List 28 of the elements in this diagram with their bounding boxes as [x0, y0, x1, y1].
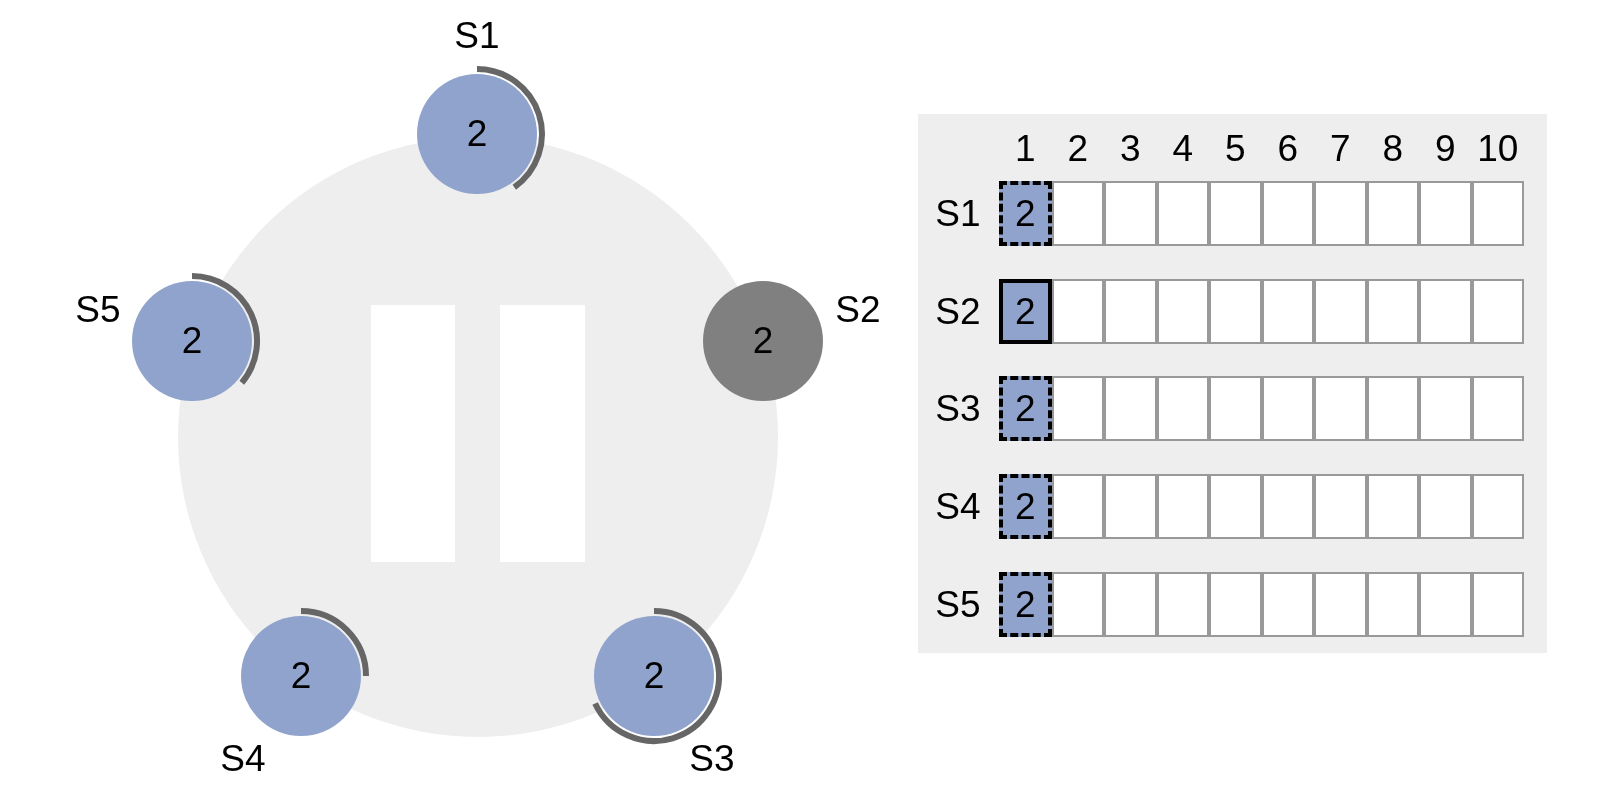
server-label: S3 [689, 738, 735, 780]
column-number: 5 [1224, 128, 1246, 170]
row-label: S4 [935, 485, 981, 528]
column-number: 6 [1277, 128, 1299, 170]
row-label: S5 [935, 583, 981, 626]
log-entry: 2 [999, 181, 1052, 246]
server-label: S1 [454, 15, 500, 57]
server-label: S2 [835, 289, 881, 331]
column-number: 10 [1477, 128, 1519, 170]
row-label: S1 [935, 192, 981, 235]
row-label: S2 [935, 290, 981, 333]
column-number: 1 [1014, 128, 1036, 170]
column-number: 2 [1067, 128, 1089, 170]
server-label: S5 [75, 289, 121, 331]
row-label: S3 [935, 387, 981, 430]
column-number: 9 [1434, 128, 1456, 170]
server-circle: 2 [703, 281, 823, 401]
server-circle: 2 [241, 616, 361, 736]
log-entry: 2 [999, 279, 1052, 344]
column-number: 7 [1329, 128, 1351, 170]
column-number: 3 [1119, 128, 1141, 170]
column-number: 4 [1172, 128, 1194, 170]
log-entry: 2 [999, 572, 1052, 637]
log-entry: 2 [999, 376, 1052, 441]
column-number: 8 [1382, 128, 1404, 170]
server-circle: 2 [132, 281, 252, 401]
server-label: S4 [220, 738, 266, 780]
log-entry: 2 [999, 474, 1052, 539]
